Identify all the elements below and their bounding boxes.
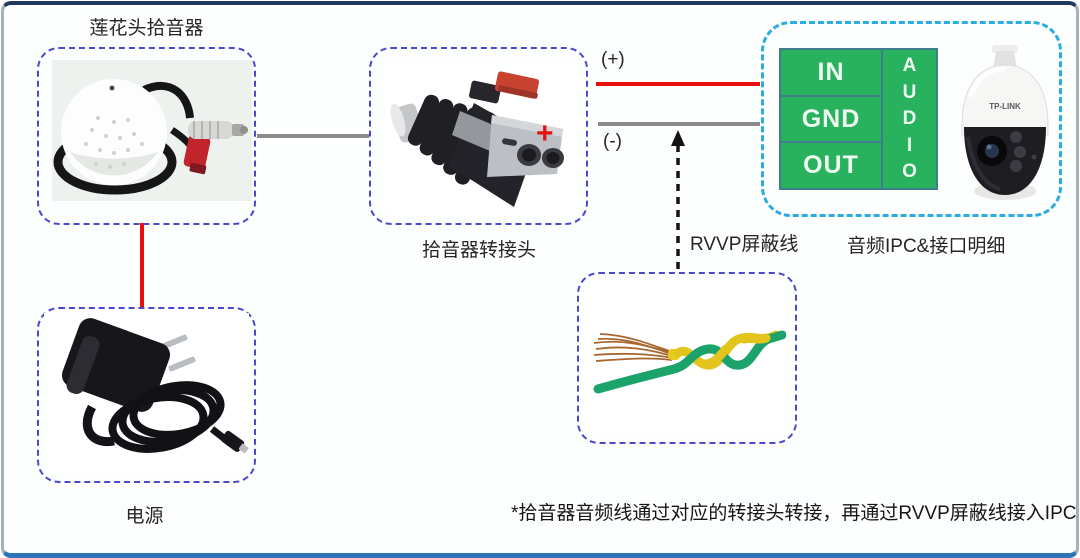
power-label: 电源: [125, 506, 164, 527]
rvvp-label: RVVP屏蔽线: [690, 234, 799, 255]
rvvp-arrow: [671, 130, 685, 272]
wire-positive-label: (+): [601, 49, 625, 70]
audio-column-label: A U D I O: [881, 50, 936, 188]
rvvp-wire-box: [577, 272, 797, 444]
terminal-in: IN: [781, 50, 881, 97]
negative-wire: [598, 122, 760, 126]
microphone-photo: [52, 60, 252, 201]
power-box: [37, 307, 256, 483]
twisted-wire-photo: [586, 281, 786, 433]
plug-prongs: [160, 334, 196, 372]
power-adapter-photo: [44, 313, 249, 475]
copper-strands: [593, 333, 673, 362]
audio-interface-table: IN GND OUT A U D I O: [779, 48, 938, 190]
mic-box: [37, 47, 256, 225]
rca-red-connector: [183, 134, 211, 175]
adapter-box: [369, 47, 588, 225]
dc-plug: [221, 430, 249, 454]
ipc-label: 音频IPC&接口明细: [847, 236, 1006, 257]
polarity-plus-mark: +: [536, 117, 554, 150]
bnc-connector: [188, 121, 248, 139]
footnote: *拾音器音频线通过对应的转接头转接，再通过RVVP屏蔽线接入IPC: [511, 503, 1077, 524]
mic-to-power-wire: [140, 223, 144, 307]
ipc-box: [761, 21, 1062, 217]
terminal-out: OUT: [803, 151, 859, 180]
positive-wire: [596, 82, 760, 86]
push-levers: [469, 71, 540, 104]
wire-negative-label: (-): [603, 131, 622, 152]
audio-terminal-rows: IN GND OUT: [781, 50, 881, 188]
camera-brand-logo: TP-LINK: [989, 102, 1021, 111]
ptz-camera-photo: TP-LINK: [961, 45, 1049, 200]
terminal-gnd: GND: [781, 97, 881, 144]
mic-label: 莲花头拾音器: [89, 18, 204, 39]
mic-to-adapter-wire: [257, 134, 369, 138]
adapter-photo: +: [386, 59, 579, 215]
adapter-label: 拾音器转接头: [421, 240, 536, 261]
